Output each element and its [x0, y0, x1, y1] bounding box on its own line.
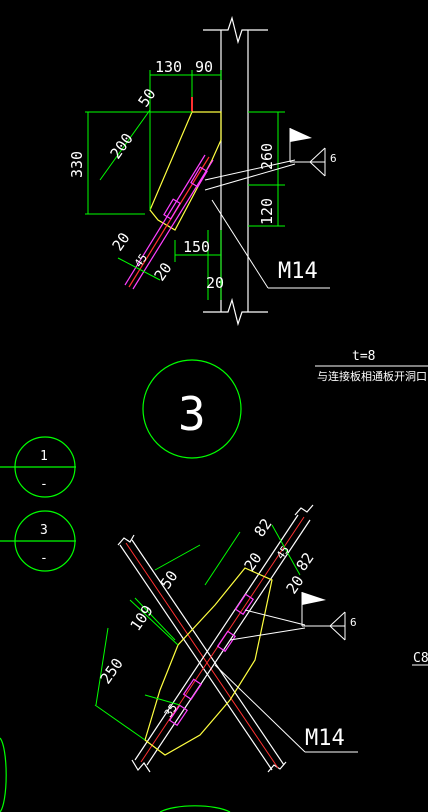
dim-35: 35 [162, 701, 180, 719]
bolt-slots-bottom [168, 593, 255, 727]
dimension-lines-top [85, 70, 285, 300]
bolt-label-top: M14 [278, 259, 318, 284]
dim-20-b: 20 [151, 259, 176, 284]
weld-flag-icon [290, 128, 312, 142]
dim-20-bottom: 20 [206, 274, 224, 292]
dim-50-bottom: 50 [157, 567, 182, 592]
dimension-lines-bottom [94, 524, 301, 741]
plate-thickness: t=8 [352, 349, 375, 364]
dim-50: 50 [135, 85, 160, 110]
dim-82-b: 82 [293, 549, 318, 574]
weld-size-top: 6 [330, 152, 337, 165]
dim-260: 260 [258, 143, 276, 170]
marker-3-bottom: - [40, 551, 48, 566]
weld-flag-icon-bottom [302, 592, 326, 605]
dim-45-bottom: 45 [274, 543, 292, 561]
section-3-label: 3 [178, 387, 206, 441]
diagonal-brace [124, 154, 214, 290]
dim-20-a-bottom: 20 [241, 549, 266, 574]
marker-3-top: 3 [40, 523, 48, 538]
dim-90: 90 [195, 58, 213, 76]
dim-120: 120 [258, 198, 276, 225]
section-3-marker: 3 [142, 359, 242, 459]
dim-20-a: 20 [109, 229, 134, 254]
plate-note: t=8 与连接板相通板开洞口 [315, 349, 428, 383]
weld-size-bottom: 6 [350, 616, 357, 629]
marker-1-bottom: - [40, 477, 48, 492]
dim-109: 109 [127, 602, 157, 635]
brace-a-centerline [125, 542, 279, 769]
dim-82-a: 82 [251, 515, 276, 540]
bottom-connection-detail: 82 45 82 20 20 50 109 250 35 M14 6 [94, 504, 358, 773]
partial-circle-left [0, 737, 7, 812]
dim-45: 45 [132, 251, 150, 269]
marker-1-top: 1 [40, 449, 48, 464]
brace-b [131, 504, 314, 773]
dim-130: 130 [155, 58, 182, 76]
edge-label: C8 [412, 651, 428, 666]
partial-circle-bottom [159, 805, 231, 812]
dim-150: 150 [183, 238, 210, 256]
dim-250: 250 [97, 655, 127, 688]
gusset-plate-bottom [144, 567, 273, 756]
leader-lines-bottom [214, 592, 358, 753]
edge-label-text: C8 [413, 651, 428, 666]
bolt-label-bottom: M14 [305, 726, 345, 751]
top-connection-detail: 130 90 50 200 330 260 120 150 20 20 45 2… [68, 15, 337, 327]
section-marker-3: 3 - [0, 510, 76, 572]
plate-note-text: 与连接板相通板开洞口 [317, 369, 427, 383]
dim-330: 330 [68, 151, 86, 178]
section-marker-1: 1 - [0, 436, 76, 498]
gusset-plate [149, 111, 222, 231]
